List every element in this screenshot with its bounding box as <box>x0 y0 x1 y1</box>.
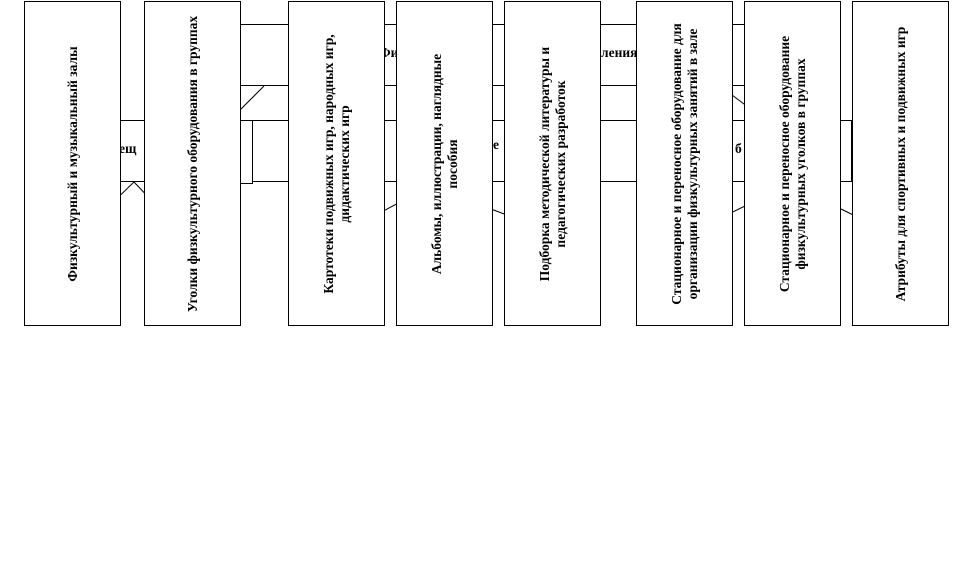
category-label-left: ещ <box>119 141 137 156</box>
category-label-mid: е <box>493 137 499 152</box>
column-8-label: Атрибуты для спортивных и подвижных игр <box>892 26 908 301</box>
column-4-label: Альбомы, иллюстрации, наглядные пособия <box>428 53 460 274</box>
column-2-box: Уголки физкультурного оборудования в гру… <box>144 1 241 326</box>
category-divider <box>240 120 253 184</box>
column-2-label: Уголки физкультурного оборудования в гру… <box>184 15 200 312</box>
column-3-label: Картотеки подвижных игр, народных игр, д… <box>320 33 352 294</box>
column-3-box: Картотеки подвижных игр, народных игр, д… <box>288 1 385 326</box>
column-7-label: Стационарное и переносное оборудование ф… <box>776 35 808 292</box>
category-label-right: б <box>735 141 742 156</box>
column-5-box: Подборка методической литературы и педаг… <box>504 1 601 326</box>
header-label-right: ления <box>601 45 638 60</box>
column-6-label: Стационарное и переносное оборудование д… <box>668 22 700 305</box>
column-4-box: Альбомы, иллюстрации, наглядные пособия <box>396 1 493 326</box>
column-5-label: Подборка методической литературы и педаг… <box>536 46 568 281</box>
column-1-box: Физкультурный и музыкальный залы <box>24 1 121 326</box>
column-6-box: Стационарное и переносное оборудование д… <box>636 1 733 326</box>
column-7-box: Стационарное и переносное оборудование ф… <box>744 1 841 326</box>
column-8-box: Атрибуты для спортивных и подвижных игр <box>852 1 949 326</box>
column-1-label: Физкультурный и музыкальный залы <box>64 45 80 282</box>
